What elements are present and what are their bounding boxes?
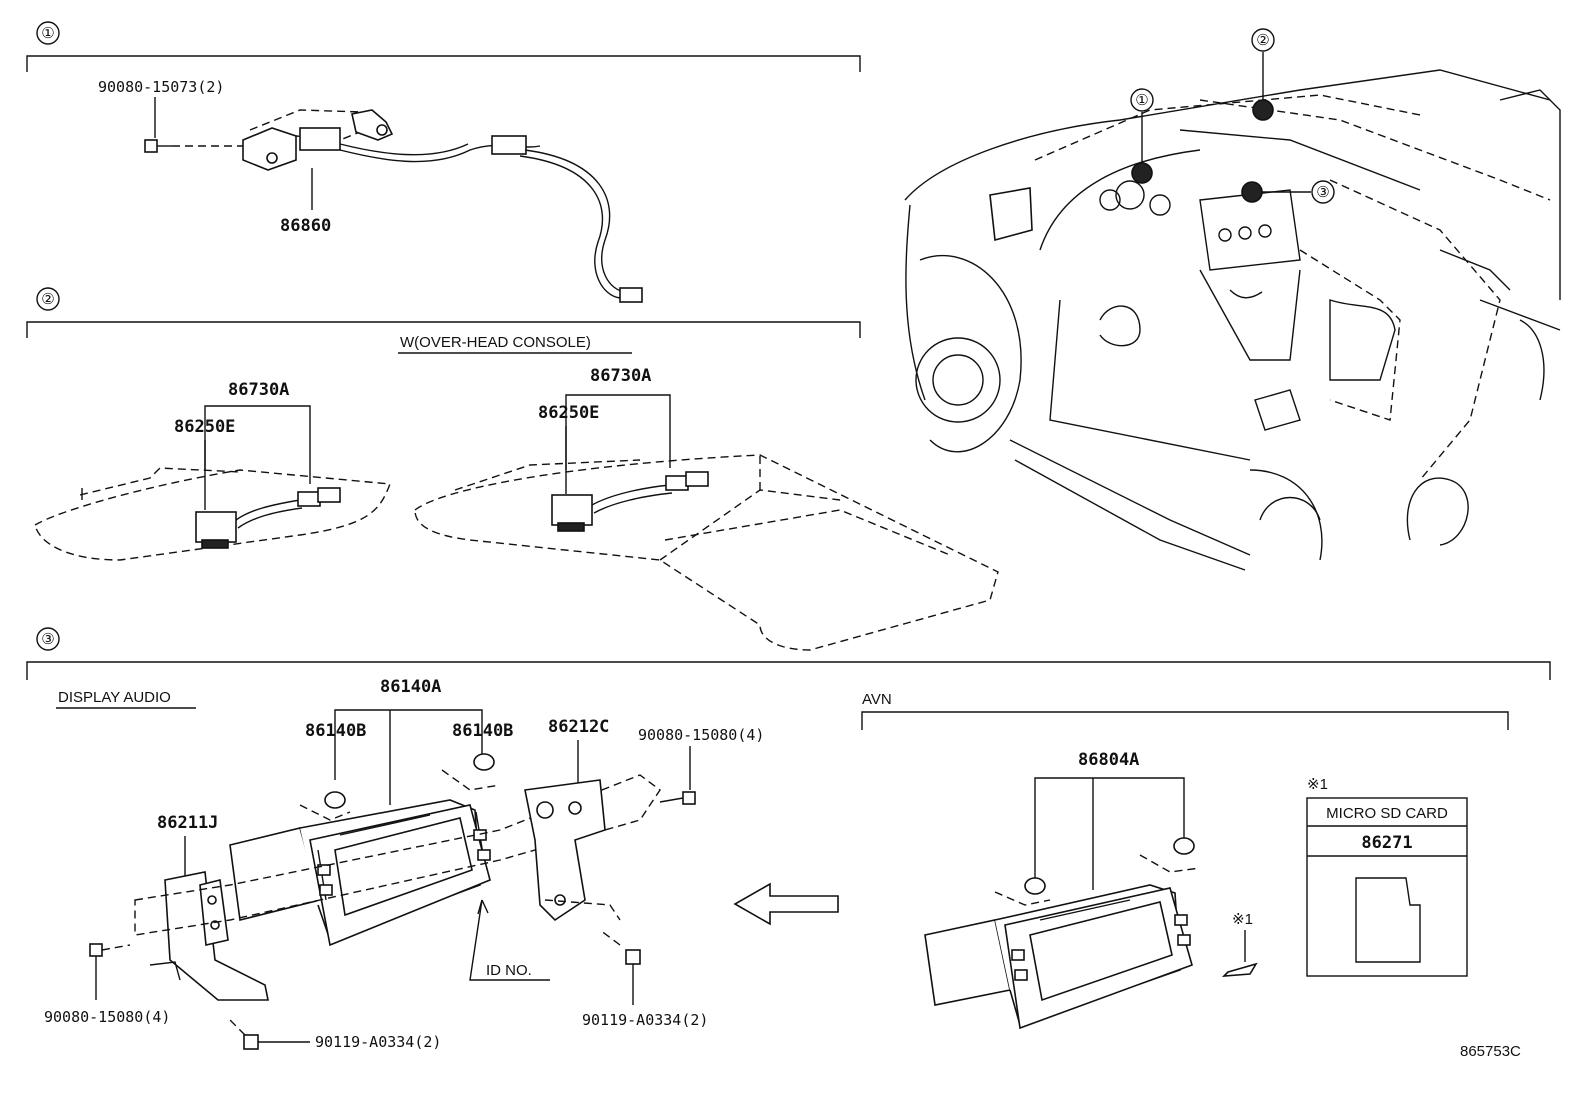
label-86250E-right[interactable]: 86250E — [538, 403, 599, 423]
avn-title: AVN — [862, 691, 892, 708]
micro-sd-card-icon — [1355, 877, 1421, 963]
bracket-86804A — [1034, 777, 1185, 880]
screw-icon-bottom-left — [229, 1019, 259, 1050]
display-audio-title: DISPLAY AUDIO — [58, 689, 171, 706]
display-audio-unit — [229, 799, 491, 947]
marker-2 — [1252, 99, 1274, 121]
vehicle-callouts: ① ② ③ — [1130, 28, 1335, 204]
note-overhead-console: W(OVER-HEAD CONSOLE) — [400, 334, 591, 351]
label-86730A-left[interactable]: 86730A — [228, 380, 289, 400]
marker-1 — [1131, 162, 1153, 184]
bracket-86140A — [334, 709, 483, 780]
bolt-icon-top-right — [659, 791, 696, 805]
vehicle-interior — [904, 69, 1561, 571]
arrow-left-icon — [733, 882, 839, 926]
clip-icon-left — [299, 791, 351, 821]
figure-id: 865753C — [1460, 1043, 1521, 1060]
avn-note-mark: ※1 — [1232, 911, 1253, 928]
label-86140B-left[interactable]: 86140B — [305, 721, 366, 741]
vehicle-callout-1: ① — [1135, 91, 1148, 109]
callout-circle-2 — [36, 287, 60, 311]
callout-circle-3 — [36, 627, 60, 651]
screw-icon-bottom-right — [599, 929, 641, 965]
vehicle-callout-2: ② — [1256, 31, 1269, 49]
clip-icon-right — [441, 753, 501, 791]
sd-box-mark: ※1 — [1307, 776, 1328, 793]
label-86250E-left[interactable]: 86250E — [174, 417, 235, 437]
callout-1: ① — [41, 24, 54, 42]
clip-icon-avn-left — [994, 877, 1051, 906]
section-1: ① 90080-15073(2) 86860 — [26, 21, 861, 303]
section-2-bracket — [26, 321, 861, 338]
sd-card-slot-icon — [1221, 962, 1258, 977]
marker-3 — [1241, 181, 1263, 203]
section-3: ③ DISPLAY AUDIO 86140A 86140B 86140B — [26, 627, 1551, 1051]
label-86212C[interactable]: 86212C — [548, 717, 609, 737]
label-90080-15073[interactable]: 90080-15073(2) — [98, 78, 224, 96]
label-90080-15080-bottom[interactable]: 90080-15080(4) — [44, 1008, 170, 1026]
label-86211J[interactable]: 86211J — [157, 813, 218, 833]
label-86804A[interactable]: 86804A — [1078, 750, 1139, 770]
label-90080-15080-top[interactable]: 90080-15080(4) — [638, 726, 764, 744]
section-3-bracket — [26, 661, 1551, 680]
label-86140B-right[interactable]: 86140B — [452, 721, 513, 741]
overhead-console-right — [414, 454, 999, 651]
label-86860[interactable]: 86860 — [280, 216, 331, 236]
label-86140A[interactable]: 86140A — [380, 677, 441, 697]
id-no-leader — [469, 899, 550, 981]
callout-circle-1 — [36, 21, 60, 45]
section-2: ② W(OVER-HEAD CONSOLE) 86730A 86250E — [26, 287, 999, 651]
bracket-86730A-left — [204, 405, 311, 484]
label-90119-A0334-left[interactable]: 90119-A0334(2) — [315, 1033, 441, 1051]
label-86730A-right[interactable]: 86730A — [590, 366, 651, 386]
bolt-icon-left — [89, 943, 131, 957]
avn-unit — [924, 884, 1193, 1030]
clip-icon-avn-right — [1139, 837, 1201, 873]
sd-box-title: MICRO SD CARD — [1326, 805, 1448, 822]
callout-3: ③ — [41, 630, 54, 648]
left-bracket — [134, 774, 661, 1001]
callout-2: ② — [41, 290, 54, 308]
micro-sd-card-box: MICRO SD CARD 86271 — [1306, 797, 1468, 977]
vehicle-callout-3: ③ — [1316, 183, 1329, 201]
overhead-console-left — [34, 467, 391, 561]
id-no-label: ID NO. — [486, 962, 532, 979]
right-bracket — [524, 779, 621, 922]
bolt-icon — [144, 139, 172, 153]
antenna-amplifier-86860 — [242, 109, 643, 303]
section-1-bracket — [26, 55, 861, 72]
label-86271[interactable]: 86271 — [1361, 833, 1412, 853]
avn-bracket — [861, 711, 1509, 730]
label-90119-A0334-right[interactable]: 90119-A0334(2) — [582, 1011, 708, 1029]
